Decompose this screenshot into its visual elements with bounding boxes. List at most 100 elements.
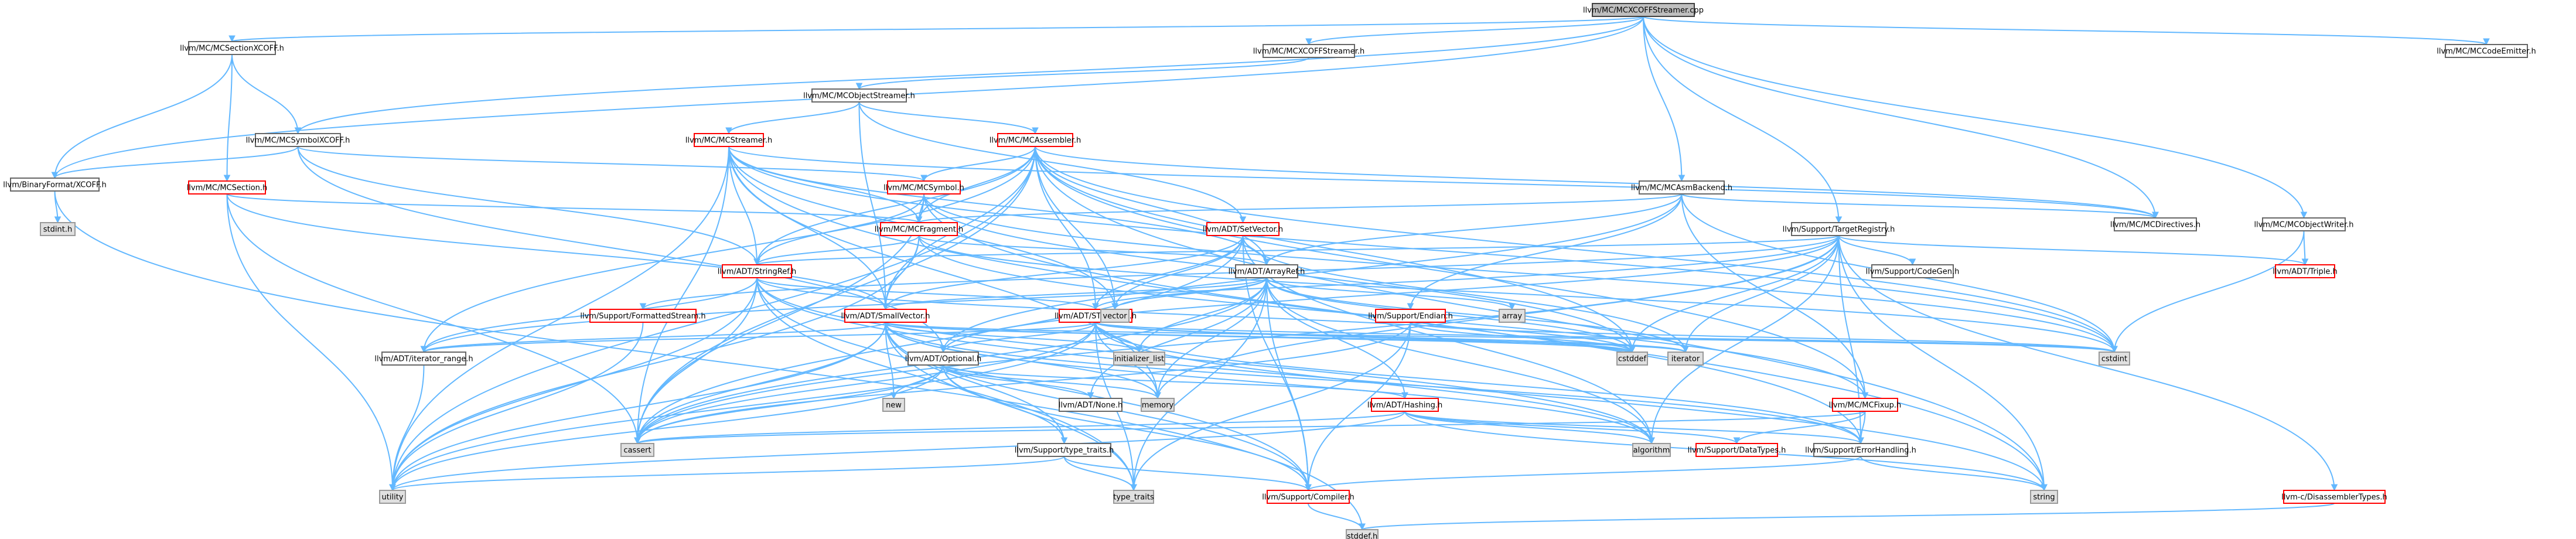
node-stringref-h[interactable]: llvm/ADT/StringRef.h (718, 264, 796, 278)
edge-errorhandling_h-to-compiler_h (1308, 456, 1861, 491)
edge-mcsectionxcoff_h-to-mcsymbolxcoff_h (231, 54, 299, 134)
node-label: llvm/MC/MCAsmBackend.h (1631, 184, 1732, 193)
edge-smallvector_h-to-memory (885, 322, 1158, 399)
node-box (2283, 490, 2386, 504)
node-disassemblertypes-h[interactable]: llvm-c/DisassemblerTypes.h (2281, 490, 2387, 504)
node-mcobjectstreamer-h[interactable]: llvm/MC/MCObjectStreamer.h (803, 88, 915, 103)
edge-mcobjectstreamer_h-to-mcassembler_h (858, 101, 1036, 134)
edge-adt_setvector_h-to-vector (1114, 235, 1244, 310)
node-binaryformat-xcoff-h[interactable]: llvm/BinaryFormat/XCOFF.h (3, 178, 107, 192)
node-box (620, 443, 654, 457)
edge-mcsymbolxcoff_h-to-binaryformat_xcoff_h (54, 146, 299, 179)
edge-targetregistry_h-to-iterator (1685, 235, 1840, 353)
node-label: llvm/ADT/SmallVector.h (841, 312, 930, 321)
node-mcsymbol-h[interactable]: llvm/MC/MCSymbol.h (883, 180, 964, 195)
edge-mcasmbackend_h-to-optional_h (943, 193, 1683, 353)
edge-stringref_h-to-utility (392, 277, 758, 491)
node-label: llvm/Support/FormattedStream.h (580, 312, 705, 321)
node-box (722, 264, 792, 278)
node-mcdirectives-h[interactable]: llvm/MC/MCDirectives.h (2110, 217, 2200, 231)
edge-type_traits_h-to-compiler_h (1063, 456, 1309, 491)
node-mcsectionxcoff-h[interactable]: llvm/MC/MCSectionXCOFF.h (180, 41, 284, 55)
node-optional-h[interactable]: llvm/ADT/Optional.h (905, 352, 982, 366)
node-box (188, 180, 266, 195)
edge-arrowhead (1239, 216, 1247, 224)
edge-mcstreamer_h-to-memory (728, 146, 1158, 399)
edge-smallvector_h-to-iterator_range_h (423, 322, 886, 353)
node-label: llvm/ADT/ArrayRef.h (1229, 268, 1305, 277)
node-mcfixup-h[interactable]: llvm/MC/MCFixup.h (1829, 398, 1902, 412)
edge-stlextras_h-to-cassert (637, 322, 1096, 444)
node-mcsymbolxcoff-h[interactable]: llvm/MC/MCSymbolXCOFF.h (246, 133, 350, 147)
node-arrayref-h[interactable]: llvm/ADT/ArrayRef.h (1229, 264, 1305, 278)
edge-arrowhead (1087, 392, 1094, 400)
edge-stlextras_h-to-optional_h (943, 322, 1096, 353)
node-mcobjectwriter-h[interactable]: llvm/MC/MCObjectWriter.h (2254, 217, 2354, 231)
edge-arrowhead (1682, 346, 1689, 353)
node-compiler-h[interactable]: llvm/Support/Compiler.h (1262, 490, 1354, 504)
node-label: utility (382, 493, 404, 502)
node-mcasmbackend-h[interactable]: llvm/MC/MCAsmBackend.h (1631, 180, 1732, 195)
edge-hashing_h-to-errorhandling_h (1404, 411, 1861, 444)
node-box (882, 398, 905, 412)
edge-mcsection_h-to-cassert (226, 193, 638, 444)
node-box (811, 88, 907, 103)
node-adt-setvector-h[interactable]: llvm/ADT/SetVector.h (1203, 222, 1283, 236)
node-mcsection-h[interactable]: llvm/MC/MCSection.h (187, 180, 268, 195)
edge-stlextras_h-to-iterator (1095, 322, 1686, 353)
node-mcxcoffstreamer-cpp[interactable]: llvm/MC/MCXCOFFStreamer.cpp (1583, 3, 1704, 17)
node-label: llvm/MC/MCObjectStreamer.h (803, 92, 915, 101)
node-triple-h[interactable]: llvm/ADT/Triple.h (2273, 264, 2338, 278)
edge-mcstreamer_h-to-mcfragment_h (728, 146, 920, 223)
edge-adt_setvector_h-to-cassert (637, 235, 1244, 444)
node-label: llvm/MC/MCSection.h (187, 184, 268, 193)
node-box (1235, 264, 1298, 278)
node-formattedstream-h[interactable]: llvm/Support/FormattedStream.h (580, 309, 706, 323)
node-label: memory (1142, 401, 1174, 410)
node-errorhandling-h[interactable]: llvm/Support/ErrorHandling.h (1805, 443, 1916, 457)
node-box (1371, 398, 1439, 412)
node-datatypes-h[interactable]: llvm/Support/DataTypes.h (1688, 443, 1786, 457)
edge-arrowhead (2152, 211, 2159, 219)
node-box (1667, 352, 1704, 366)
node-box (1113, 490, 1154, 504)
edge-targetregistry_h-to-cstddef (1632, 235, 1840, 353)
edge-mcxcoffstreamer_cpp-to-mcasmbackend_h (1643, 16, 1683, 182)
node-mcxcoffstreamer-h[interactable]: llvm/MC/MCXCOFFStreamer.h (1253, 44, 1364, 58)
edge-arrowhead (1060, 437, 1068, 445)
node-none-h[interactable]: llvm/ADT/None.h (1059, 398, 1122, 412)
node-box (2114, 217, 2197, 231)
node-type-traits-h[interactable]: llvm/Support/type_traits.h (1015, 443, 1114, 457)
node-label: llvm/MC/MCSymbol.h (883, 184, 964, 193)
node-mcstreamer-h[interactable]: llvm/MC/MCStreamer.h (685, 133, 772, 147)
node-mcassembler-h[interactable]: llvm/MC/MCAssembler.h (990, 133, 1081, 147)
node-label: string (2033, 493, 2055, 502)
edge-arrowhead (1305, 484, 1312, 492)
edge-mcassembler_h-to-cstdint (1035, 146, 2115, 353)
edge-type_traits_h-to-utility (392, 456, 1065, 491)
node-codegen-h[interactable]: llvm/Support/CodeGen.h (1866, 264, 1960, 278)
edge-arrayref_h-to-initializer_list (1138, 277, 1267, 353)
node-smallvector-h[interactable]: llvm/ADT/SmallVector.h (841, 309, 930, 323)
node-targetregistry-h[interactable]: llvm/Support/TargetRegistry.h (1783, 222, 1895, 236)
node-hashing-h[interactable]: llvm/ADT/Hashing.h (1367, 398, 1442, 412)
node-label: array (1502, 312, 1522, 321)
node-mccodeemitter-h[interactable]: llvm/MC/MCCodeEmitter.h (2437, 44, 2536, 58)
node-iterator-range-h[interactable]: llvm/ADT/iterator_range.h (374, 352, 473, 366)
node-stddef-h: stddef.h (1346, 529, 1379, 539)
node-box (589, 309, 697, 323)
edge-stringref_h-to-algorithm (756, 277, 1652, 444)
node-endian-h[interactable]: llvm/Support/Endian.h (1368, 309, 1453, 323)
edge-mcxcoffstreamer_cpp-to-mcobjectwriter_h (1643, 16, 2305, 219)
edge-smallvector_h-to-cassert (637, 322, 886, 444)
edge-adt_setvector_h-to-stlextras_h (1095, 235, 1244, 310)
edge-mcsymbolxcoff_h-to-mcsymbol_h (297, 146, 924, 182)
edge-optional_h-to-hashing_h (943, 364, 1405, 399)
edge-targetregistry_h-to-iterator_range_h (423, 235, 1840, 353)
node-box (997, 133, 1073, 147)
node-mcfragment-h[interactable]: llvm/MC/MCFragment.h (875, 222, 963, 236)
edge-mcassembler_h-to-mcdirectives_h (1035, 146, 2156, 219)
edge-stlextras_h-to-iterator_range_h (423, 322, 1096, 353)
edge-mcassembler_h-to-mcsymbol_h (923, 146, 1036, 182)
